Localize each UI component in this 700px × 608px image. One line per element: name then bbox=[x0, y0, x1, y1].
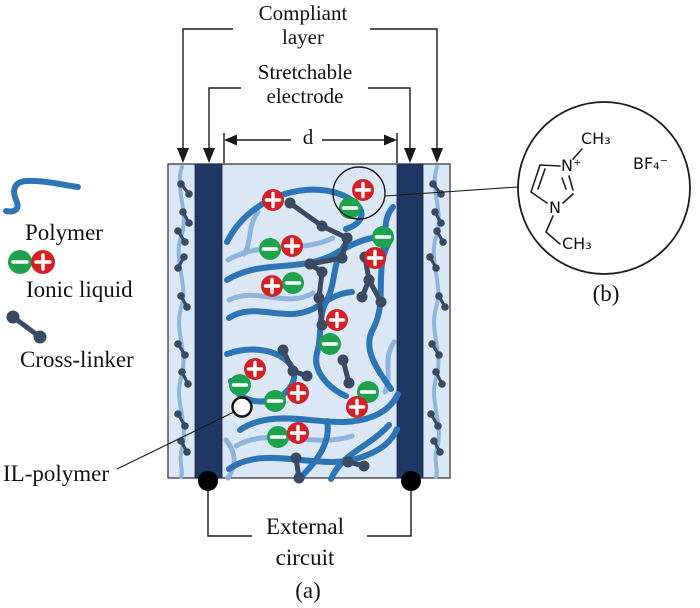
terminal-contact bbox=[198, 471, 218, 491]
electrode-terminals bbox=[198, 471, 421, 491]
legend-polymer-label: Polymer bbox=[25, 220, 103, 245]
anion-icon bbox=[319, 333, 341, 355]
anion-icon bbox=[264, 390, 286, 412]
crosslinker-chain bbox=[290, 452, 305, 484]
anion-icon bbox=[339, 197, 361, 219]
compliant-crosslinker-icon bbox=[174, 340, 189, 359]
legend-ionic-liquid-label: Ionic liquid bbox=[26, 277, 133, 302]
anion-icon bbox=[372, 226, 394, 248]
highlight-leader-line bbox=[384, 186, 519, 197]
compliant-layer-pointer bbox=[177, 28, 443, 163]
arrow-down-icon bbox=[404, 148, 416, 163]
stretchable-electrode-left bbox=[194, 163, 223, 479]
imidazolium-ring-bonds bbox=[530, 148, 583, 245]
ion-pair-highlight-circle bbox=[332, 166, 386, 220]
arrow-left-icon bbox=[224, 134, 237, 146]
cation-icon bbox=[31, 250, 55, 274]
molecule-ring-n-label: N bbox=[549, 198, 561, 217]
molecule-anion-label: BF₄⁻ bbox=[633, 154, 669, 173]
ionic-liquid-ions bbox=[229, 179, 394, 448]
il-polymer-leader-line bbox=[116, 411, 235, 470]
stretchable-electrode-right bbox=[396, 163, 424, 479]
anion-icon bbox=[229, 374, 251, 396]
arrow-down-icon bbox=[431, 148, 443, 163]
compliant-crosslinker-icon bbox=[426, 253, 440, 272]
cation-icon bbox=[364, 247, 386, 269]
cation-icon bbox=[281, 235, 303, 257]
compliant-crosslinker-icon bbox=[435, 292, 449, 311]
compliant-layer-label: Compliant layer bbox=[258, 1, 348, 49]
legend-graphics bbox=[3, 177, 81, 344]
molecule-detail-circle bbox=[517, 101, 691, 275]
crosslinker-chain bbox=[304, 232, 353, 270]
external-circuit-wires bbox=[207, 488, 412, 537]
molecule-ring-n-plus-label: N⁺ bbox=[561, 156, 582, 175]
gap-dimension bbox=[223, 133, 398, 163]
compliant-crosslinker-icon bbox=[174, 253, 188, 272]
compliant-crosslinker-icon bbox=[174, 410, 189, 430]
arrow-down-icon bbox=[177, 148, 189, 163]
crosslinker-chain bbox=[342, 456, 370, 472]
stretchable-electrode-pointer bbox=[203, 87, 416, 163]
cation-icon bbox=[352, 179, 374, 201]
compliant-crosslinker-icon bbox=[428, 340, 443, 359]
cation-icon bbox=[326, 309, 348, 331]
legend-ion-pair bbox=[8, 250, 55, 274]
compliant-crosslinker-icon bbox=[430, 437, 444, 456]
crosslinker-chain bbox=[337, 354, 355, 389]
compliant-crosslinker-icon bbox=[174, 227, 189, 246]
cation-icon bbox=[346, 396, 368, 418]
anion-icon bbox=[267, 426, 289, 448]
anion-icon bbox=[8, 250, 32, 274]
cation-icon bbox=[287, 382, 309, 404]
il-polymer-marker bbox=[231, 396, 253, 418]
compliant-crosslinker-icon bbox=[431, 208, 445, 227]
compliant-crosslinkers bbox=[174, 180, 449, 456]
crosslinker-chain bbox=[304, 258, 328, 331]
legend-cross-linker-label: Cross-linker bbox=[20, 347, 134, 372]
compliant-polymer-left bbox=[176, 165, 186, 479]
anion-icon bbox=[259, 238, 281, 260]
cation-icon bbox=[244, 358, 266, 380]
crosslinker-chain bbox=[356, 274, 375, 303]
legend-crosslinker bbox=[6, 310, 47, 344]
terminal-contact bbox=[401, 471, 421, 491]
compliant-crosslinker-icon bbox=[179, 208, 193, 227]
anion-icon bbox=[282, 272, 304, 294]
compliant-crosslinker-icon bbox=[177, 180, 193, 198]
legend-polymer-squiggle bbox=[3, 177, 81, 215]
compliant-crosslinker-icon bbox=[433, 227, 447, 246]
arrow-down-icon bbox=[203, 148, 215, 163]
compliant-crosslinker-icon bbox=[178, 368, 192, 388]
cation-icon bbox=[287, 422, 309, 444]
il-polymer-label: IL-polymer bbox=[3, 461, 110, 486]
gap-dimension-label: d bbox=[302, 125, 314, 149]
cation-icon bbox=[262, 189, 284, 211]
cation-icon bbox=[261, 275, 283, 297]
compliant-crosslinker-icon bbox=[427, 410, 442, 430]
crosslinker-network bbox=[277, 197, 387, 484]
crosslinker-chain bbox=[277, 344, 313, 382]
external-circuit-label: External circuit bbox=[266, 514, 344, 571]
stretchable-electrode-label: Stretchable electrode bbox=[257, 60, 353, 108]
panel-b-label: (b) bbox=[592, 281, 620, 306]
compliant-crosslinker-icon bbox=[177, 292, 191, 311]
molecule-ethyl-methyl-label: CH₃ bbox=[562, 234, 592, 253]
molecule-n-methyl-label: CH₃ bbox=[581, 129, 611, 148]
compliant-crosslinker-icon bbox=[432, 368, 446, 388]
arrow-right-icon bbox=[384, 134, 397, 146]
panel-a-label: (a) bbox=[295, 578, 321, 603]
